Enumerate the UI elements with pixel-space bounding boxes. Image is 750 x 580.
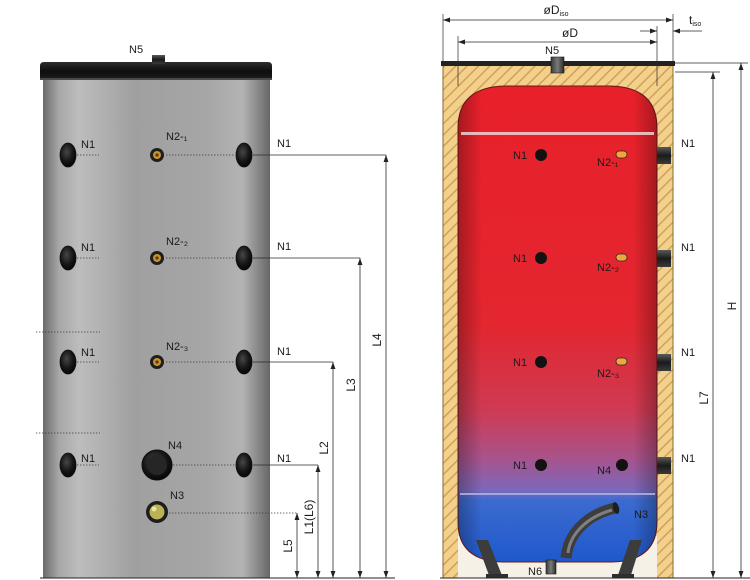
support-leg-left	[476, 540, 503, 578]
label-n1-right: N1	[277, 346, 291, 358]
dimension-label-l2: L2	[317, 441, 331, 455]
port-n1-right	[235, 349, 253, 375]
port-n1-right	[235, 142, 253, 168]
outer-nozzle-n1	[657, 457, 671, 474]
label-n1-outer: N1	[681, 347, 695, 359]
outer-diameter-sub: iso	[560, 11, 569, 18]
outer-diameter-main: øD	[544, 3, 560, 17]
front-view: N5 N1 N2-₁ N1 N1	[36, 44, 395, 579]
label-n2-3: N2-₃	[166, 341, 188, 353]
label-n1-outer: N1	[681, 453, 695, 465]
front-row-3: N1 N2-₃ N1	[59, 341, 333, 375]
dimension-label-outer-diameter: øDiso	[544, 3, 569, 18]
port-n2-3	[150, 355, 164, 369]
port-n2-3-sensor	[615, 357, 628, 366]
port-n1-left	[59, 245, 77, 271]
port-n1-inner	[535, 149, 547, 161]
port-n1-inner	[535, 459, 547, 471]
label-n2-2: N2-₂	[597, 262, 619, 274]
label-n2-2: N2-₂	[166, 236, 188, 248]
label-n3: N3	[634, 509, 648, 521]
port-n2-2-sensor	[615, 253, 628, 262]
front-row-4: N1 N4 N1	[59, 440, 318, 481]
outer-nozzle-n1	[657, 250, 671, 267]
label-n4: N4	[597, 465, 611, 477]
port-n3	[146, 501, 168, 523]
label-n1-left: N1	[81, 453, 95, 465]
port-n2-2	[150, 251, 164, 265]
label-n3: N3	[170, 490, 184, 502]
label-n1-right: N1	[277, 241, 291, 253]
drain-nozzle-n6	[545, 559, 557, 575]
label-n1-outer: N1	[681, 242, 695, 254]
section-row-2: N1 N2-₂ N1	[513, 242, 695, 274]
label-n1-inner: N1	[513, 460, 527, 472]
support-foot-right	[612, 574, 634, 578]
dimension-label-inner-diameter: øD	[562, 26, 578, 40]
label-n6: N6	[528, 566, 542, 578]
label-n5: N5	[545, 45, 559, 57]
label-n1-right: N1	[277, 453, 291, 465]
label-n1-left: N1	[81, 139, 95, 151]
port-n2-1	[150, 148, 164, 162]
tank-bottom-head-line	[460, 493, 655, 495]
port-n1-inner	[535, 356, 547, 368]
top-cap	[40, 62, 272, 80]
label-n1-outer: N1	[681, 138, 695, 150]
nozzle-n5	[152, 55, 165, 64]
label-n4: N4	[168, 440, 182, 452]
tank-body	[43, 79, 270, 578]
section-view: N5 N1 N2-₁ N1 N1 N2-₂ N1 N1 N2-₃ N1	[440, 3, 750, 579]
label-n1-inner: N1	[513, 150, 527, 162]
section-row-4: N1 N4 N1	[513, 453, 695, 477]
port-n1-right	[235, 245, 253, 271]
dimension-label-insulation: tiso	[689, 13, 701, 28]
top-cap-rim	[40, 78, 272, 80]
dimension-label-l1-l6: L1(L6)	[302, 500, 316, 535]
port-n1-left	[59, 452, 77, 478]
port-n1-right	[235, 452, 253, 478]
insulation-sub: iso	[692, 21, 701, 28]
port-n4-inner	[616, 459, 628, 471]
tank-top-head-line	[461, 132, 654, 135]
coil-pipe-n3	[560, 502, 620, 559]
dimension-label-height: H	[725, 302, 739, 311]
outer-nozzle-n1	[657, 147, 671, 164]
dimension-label-l3: L3	[344, 378, 358, 392]
inner-tank-shading	[458, 86, 657, 562]
dimension-label-l7: L7	[697, 391, 711, 405]
port-n1-left	[59, 349, 77, 375]
label-n1-left: N1	[81, 242, 95, 254]
section-row-3: N1 N2-₃ N1	[513, 347, 695, 380]
label-n1-right: N1	[277, 138, 291, 150]
label-n1-left: N1	[81, 347, 95, 359]
label-n2-3: N2-₃	[597, 368, 619, 380]
label-n1-inner: N1	[513, 357, 527, 369]
front-row-1: N1 N2-₁ N1	[59, 131, 386, 168]
dimension-label-l4: L4	[370, 333, 384, 347]
port-n1-left	[59, 142, 77, 168]
label-n2-1: N2-₁	[597, 157, 619, 169]
nozzle-n5	[550, 56, 565, 74]
support-foot-left	[486, 574, 508, 578]
dimension-label-l5: L5	[281, 539, 295, 553]
label-n1-inner: N1	[513, 253, 527, 265]
support-leg-right	[617, 540, 642, 578]
port-n4	[141, 449, 173, 481]
label-n2-1: N2-₁	[166, 131, 188, 143]
front-row-2: N1 N2-₂ N1	[59, 236, 360, 271]
port-n1-inner	[535, 252, 547, 264]
section-row-1: N1 N2-₁ N1	[513, 138, 695, 169]
outer-nozzle-n1	[657, 354, 671, 371]
port-n2-1-sensor	[615, 150, 628, 159]
label-n5: N5	[129, 44, 143, 56]
insulation-main: t	[689, 13, 693, 27]
